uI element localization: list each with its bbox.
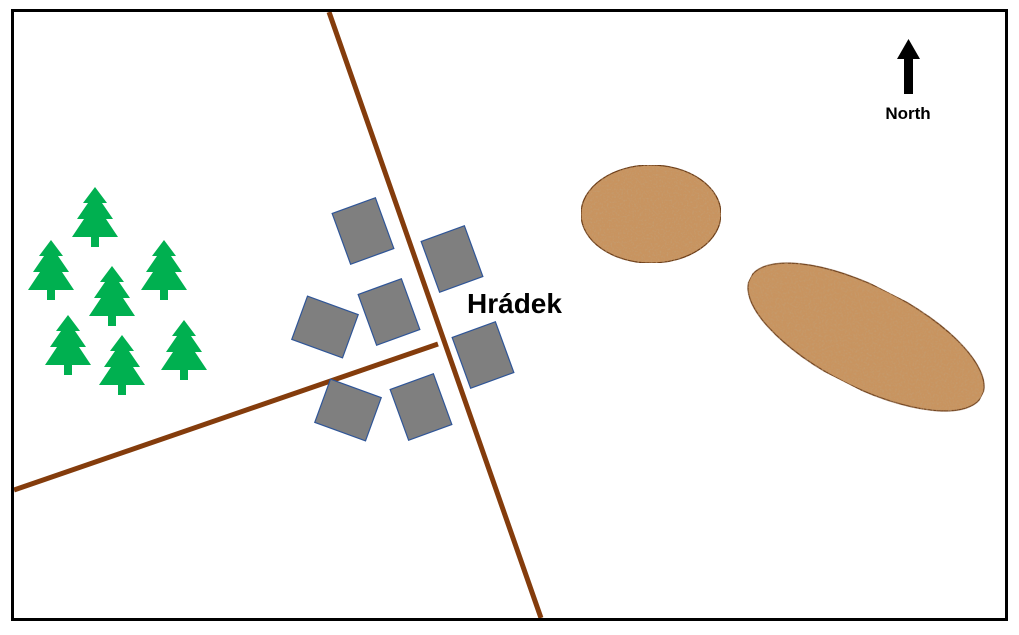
side-road [13, 341, 439, 493]
main-road [326, 11, 544, 619]
north-arrow-icon [897, 39, 920, 94]
place-label: Hrádek [467, 288, 562, 319]
field-icon [747, 262, 985, 412]
north-label: North [885, 104, 930, 123]
field-icon [580, 164, 722, 264]
map-border [11, 9, 1008, 621]
